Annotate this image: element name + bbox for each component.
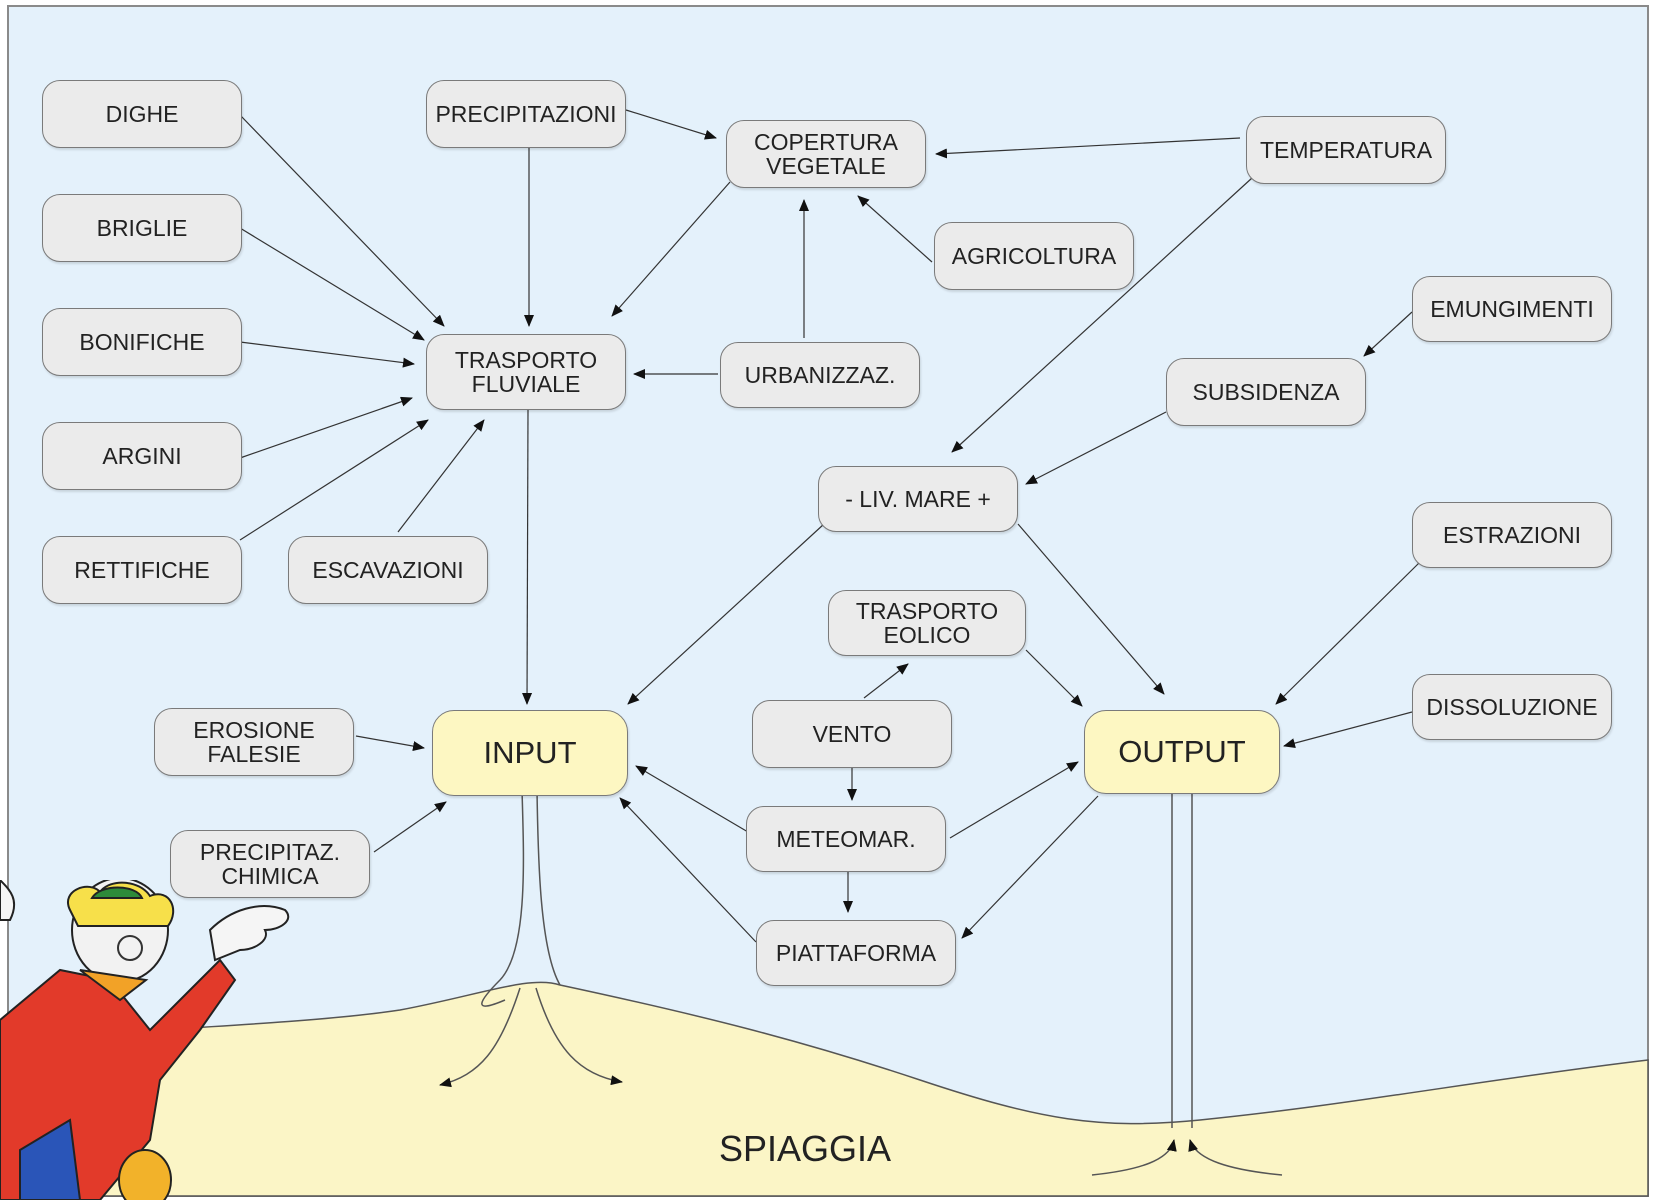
arrow-temperatura-liv-mare [951, 177, 1253, 453]
arrow-precipitaz-chimica-input [373, 801, 447, 853]
node-briglie: BRIGLIE [42, 194, 242, 262]
arrow-erosione-falesie-input [355, 735, 425, 752]
node-rettifiche: RETTIFICHE [42, 536, 242, 604]
character-hat [90, 886, 144, 899]
node-input: INPUT [432, 710, 628, 796]
node-piattaforma: PIATTAFORMA [756, 920, 956, 986]
arrow-argini-trasporto-fluviale [239, 396, 413, 459]
node-temperatura: TEMPERATURA [1246, 116, 1446, 184]
arrow-bonifiche-trasporto-fluviale [239, 341, 415, 368]
arrow-copertura-trasporto-fluviale [611, 181, 731, 317]
node-dighe: DIGHE [42, 80, 242, 148]
node-erosione-falesie: EROSIONE FALESIE [154, 708, 354, 776]
arrow-meteomar-output [949, 761, 1079, 839]
node-estrazioni: ESTRAZIONI [1412, 502, 1612, 568]
arrow-piattaforma-input [619, 797, 757, 943]
input-stem-left [481, 789, 525, 1007]
node-meteomar: METEOMAR. [746, 806, 946, 872]
cartoon-character [0, 880, 290, 1200]
arrow-precipitazioni-copertura [625, 109, 717, 140]
node-precipitaz-chimica: PRECIPITAZ. CHIMICA [170, 830, 370, 898]
arrow-dighe-trasporto-fluviale [239, 114, 445, 327]
node-escavazioni: ESCAVAZIONI [288, 536, 488, 604]
output-collect-left [1091, 1139, 1177, 1176]
node-trasporto-eolico: TRASPORTO EOLICO [828, 590, 1026, 656]
arrow-liv-mare-input [627, 523, 825, 705]
sky-area [7, 5, 1649, 1197]
output-stem [1171, 790, 1193, 1128]
arrow-output-piattaforma [961, 795, 1099, 939]
node-precipitazioni: PRECIPITAZIONI [426, 80, 626, 148]
node-emungimenti: EMUNGIMENTI [1412, 276, 1612, 342]
connector-arrows [239, 109, 1421, 943]
node-trasporto-fluviale: TRASPORTO FLUVIALE [426, 334, 626, 410]
beach-sand [7, 981, 1649, 1197]
character-glasses [117, 935, 143, 961]
arrow-agricoltura-copertura [857, 195, 933, 263]
node-output: OUTPUT [1084, 710, 1280, 794]
node-liv-mare: - LIV. MARE + [818, 466, 1018, 532]
node-argini: ARGINI [42, 422, 242, 490]
node-bonifiche: BONIFICHE [42, 308, 242, 376]
arrow-briglie-trasporto-fluviale [239, 227, 425, 341]
node-urbanizzaz: URBANIZZAZ. [720, 342, 920, 408]
node-dissoluzione: DISSOLUZIONE [1412, 674, 1612, 740]
character-shoe [118, 1149, 172, 1200]
arrow-temperatura-copertura [935, 137, 1241, 159]
beach-label: SPIAGGIA [718, 1128, 892, 1169]
node-copertura-vegetale: COPERTURA VEGETALE [726, 120, 926, 188]
node-vento: VENTO [752, 700, 952, 768]
input-stem-right [536, 789, 561, 986]
character-hair [67, 881, 175, 927]
input-spread-right [535, 987, 623, 1086]
node-agricoltura: AGRICOLTURA [934, 222, 1134, 290]
arrow-emungimenti-subsidenza [1363, 311, 1413, 357]
arrow-dissoluzione-output [1283, 711, 1413, 749]
arrow-rettifiche-trasporto-fluviale [239, 419, 429, 541]
character-glove [208, 905, 290, 962]
arrow-trasporto-fluviale-input [522, 409, 533, 705]
arrow-estrazioni-output [1275, 561, 1421, 705]
output-collect-right [1188, 1139, 1283, 1176]
character-left-glove [0, 880, 16, 921]
node-subsidenza: SUBSIDENZA [1166, 358, 1366, 426]
arrow-escavazioni-trasporto-fluviale [397, 419, 485, 533]
arrow-subsidenza-liv-mare [1025, 411, 1167, 485]
input-spread-left [439, 987, 521, 1088]
arrow-meteomar-input [635, 765, 749, 833]
arrow-trasporto-eolico-output [1025, 649, 1083, 707]
arrow-liv-mare-output [1017, 523, 1165, 695]
character-trousers [19, 1118, 82, 1200]
arrow-vento-trasporto-eolico [863, 663, 909, 699]
character-beak [79, 969, 149, 1002]
